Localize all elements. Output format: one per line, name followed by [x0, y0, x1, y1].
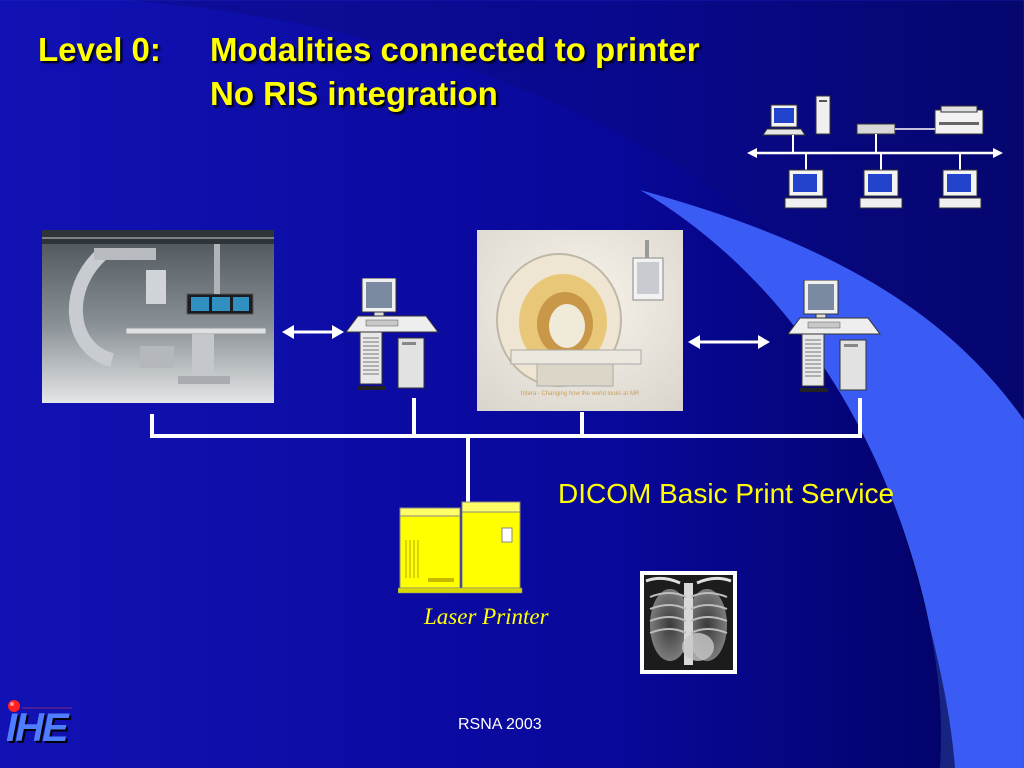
ihe-logo [8, 700, 72, 712]
angiography-room-photo [42, 230, 274, 403]
slide-title: Level 0: Modalities connected to printer… [38, 28, 700, 116]
network-pc-top-left [762, 95, 831, 136]
network-pc-bottom-2 [859, 153, 903, 209]
ihe-logo-text: IHE [6, 706, 69, 750]
arrow-angio-workstation [282, 325, 344, 339]
network-topology-icon [747, 95, 1003, 209]
network-hub [856, 123, 896, 135]
workstation-icon [346, 278, 439, 390]
laser-printer-icon [398, 501, 523, 594]
footer-text: RSNA 2003 [458, 716, 542, 733]
network-printer [934, 105, 984, 135]
dicom-print-service-label: DICOM Basic Print Service [558, 478, 895, 509]
mr-image-caption: Intera - Changing how the world looks at… [520, 391, 640, 397]
workstation-icon [788, 280, 881, 392]
title-line-1: Modalities connected to printer [210, 31, 700, 68]
title-line-2: No RIS integration [210, 75, 498, 112]
network-pc-bottom-1 [784, 153, 828, 209]
network-pc-bottom-3 [938, 153, 982, 209]
title-level: Level 0: [38, 31, 161, 68]
laser-printer-label: Laser Printer [424, 604, 549, 629]
mr-scanner-photo: Intera - Changing how the world looks at… [477, 230, 683, 411]
arrow-mr-workstation [688, 335, 770, 349]
chest-xray-film [640, 571, 737, 674]
